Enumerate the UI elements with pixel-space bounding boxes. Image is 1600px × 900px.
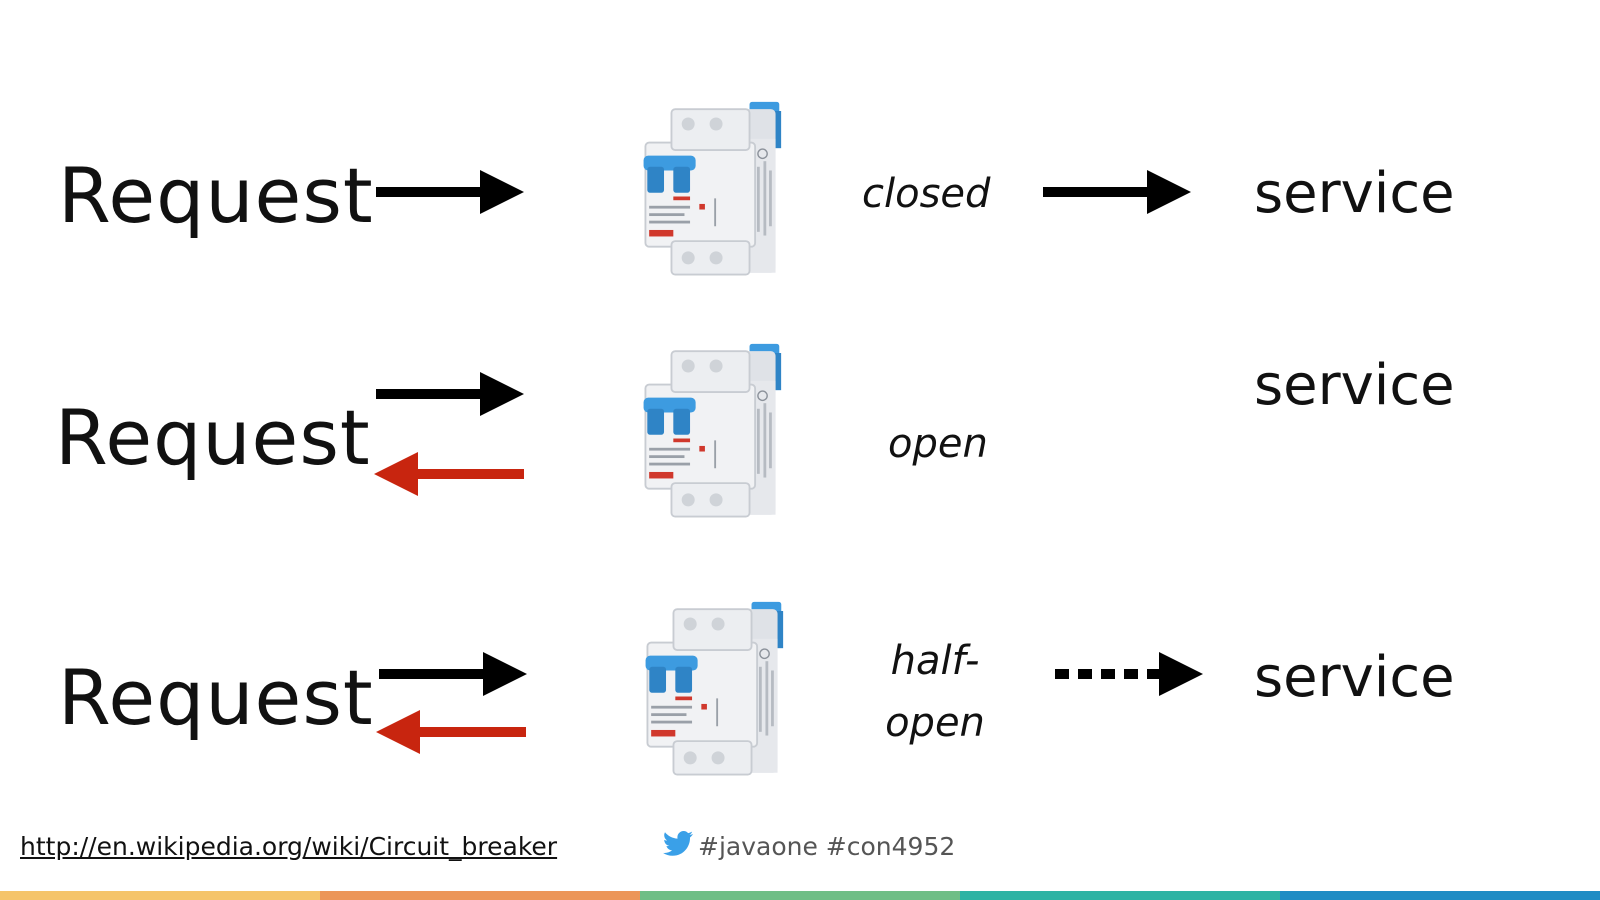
circuit-breaker-icon-closed xyxy=(638,98,796,282)
service-label-half-open: service xyxy=(1254,645,1455,710)
stripe-segment-1 xyxy=(0,891,320,900)
wikipedia-link[interactable]: http://en.wikipedia.org/wiki/Circuit_bre… xyxy=(20,832,558,861)
state-label-half-open-line1: half- xyxy=(890,638,980,684)
return-arrow-open xyxy=(374,452,524,496)
service-label-open: service xyxy=(1254,353,1455,418)
return-arrow-half-open xyxy=(376,710,526,754)
request-label-half-open: Request xyxy=(58,653,374,742)
service-label-closed: service xyxy=(1254,161,1455,226)
state-label-closed: closed xyxy=(862,171,991,217)
service-arrow-closed xyxy=(1043,170,1191,214)
forward-arrow-half-open xyxy=(379,652,527,696)
stripe-segment-3 xyxy=(640,891,960,900)
circuit-breaker-icon-half-open xyxy=(640,598,798,782)
stripe-segment-4 xyxy=(960,891,1280,900)
dashed-service-arrow-half-open xyxy=(1055,652,1203,696)
forward-arrow-open xyxy=(376,372,524,416)
forward-arrow-closed xyxy=(376,170,524,214)
twitter-bird-icon xyxy=(662,830,694,862)
state-label-half-open: half- open xyxy=(880,630,990,754)
circuit-breaker-icon-open xyxy=(638,340,796,524)
stripe-segment-5 xyxy=(1280,891,1600,900)
color-stripe xyxy=(0,891,1600,900)
stripe-segment-2 xyxy=(320,891,640,900)
request-label-closed: Request xyxy=(58,151,374,240)
state-label-open: open xyxy=(888,421,988,467)
state-label-half-open-line2: open xyxy=(885,700,985,746)
hashtags: #javaone #con4952 xyxy=(698,832,956,861)
request-label-open: Request xyxy=(55,393,371,482)
